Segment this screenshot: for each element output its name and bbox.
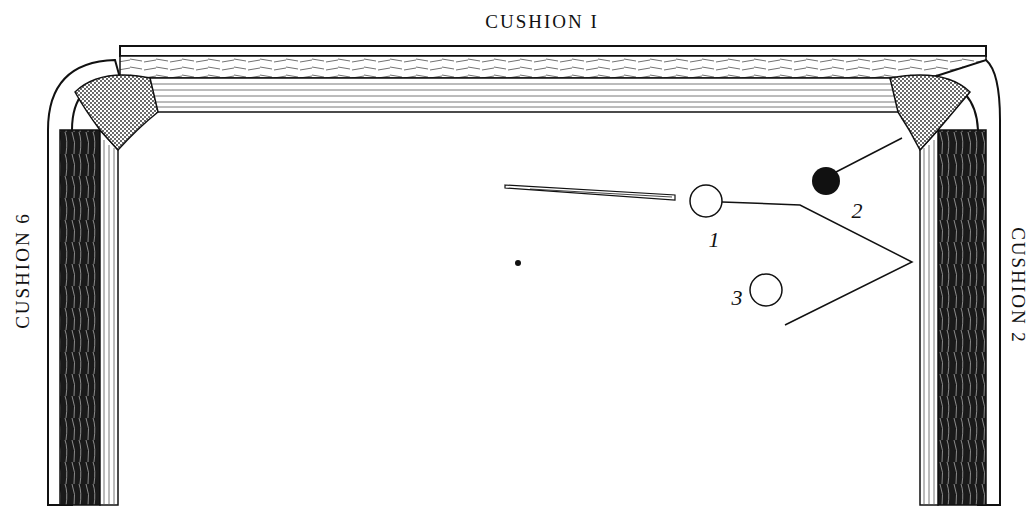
cushion-label: CUSHION 6 xyxy=(12,210,33,331)
ball-number: 1 xyxy=(707,228,722,252)
cushion-label: CUSHION 2 xyxy=(1007,225,1028,346)
cushion-label: CUSHION I xyxy=(483,11,601,32)
ball-number: 2 xyxy=(850,199,865,223)
ball-number: 3 xyxy=(730,286,745,310)
